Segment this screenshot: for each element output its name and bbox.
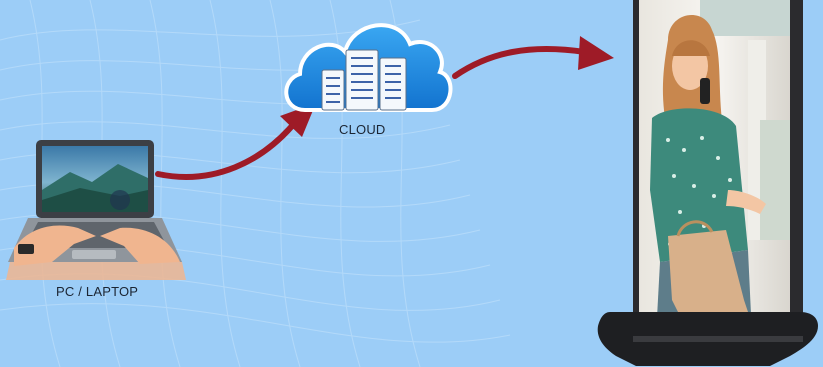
arrow-laptop-to-cloud [155, 103, 316, 180]
arrow-cloud-to-display [452, 36, 614, 79]
laptop-label: PC / LAPTOP [56, 284, 139, 299]
cloud-label: CLOUD [339, 122, 386, 137]
cloud-server-icon [284, 23, 453, 112]
digital-signage-display-icon [597, 0, 818, 366]
laptop-icon [6, 140, 186, 280]
